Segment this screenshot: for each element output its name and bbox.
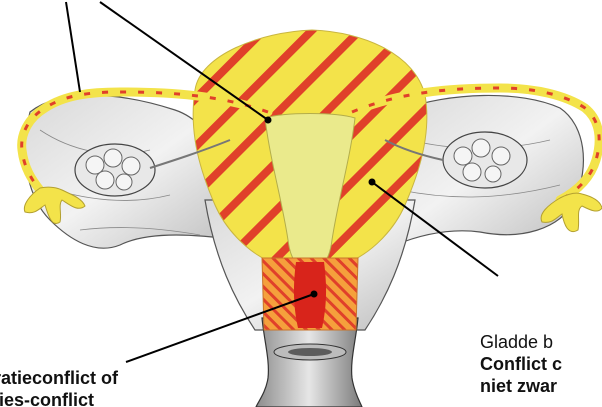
caption-smooth-muscle: Gladde b Conflict c niet zwar [480, 331, 562, 397]
caption-cervix: ratieconflict of lies-conflict [0, 367, 118, 407]
caption-cervix-line1: ratieconflict of [0, 367, 118, 389]
leader-line-tube [66, 2, 80, 92]
caption-smooth-muscle-line1: Gladde b [480, 331, 562, 353]
caption-smooth-muscle-line2: Conflict c [480, 353, 562, 375]
cervix-hatched [262, 258, 358, 330]
caption-cervix-line2: lies-conflict [0, 389, 118, 407]
vagina [256, 318, 362, 407]
caption-smooth-muscle-line3: niet zwar [480, 375, 562, 397]
